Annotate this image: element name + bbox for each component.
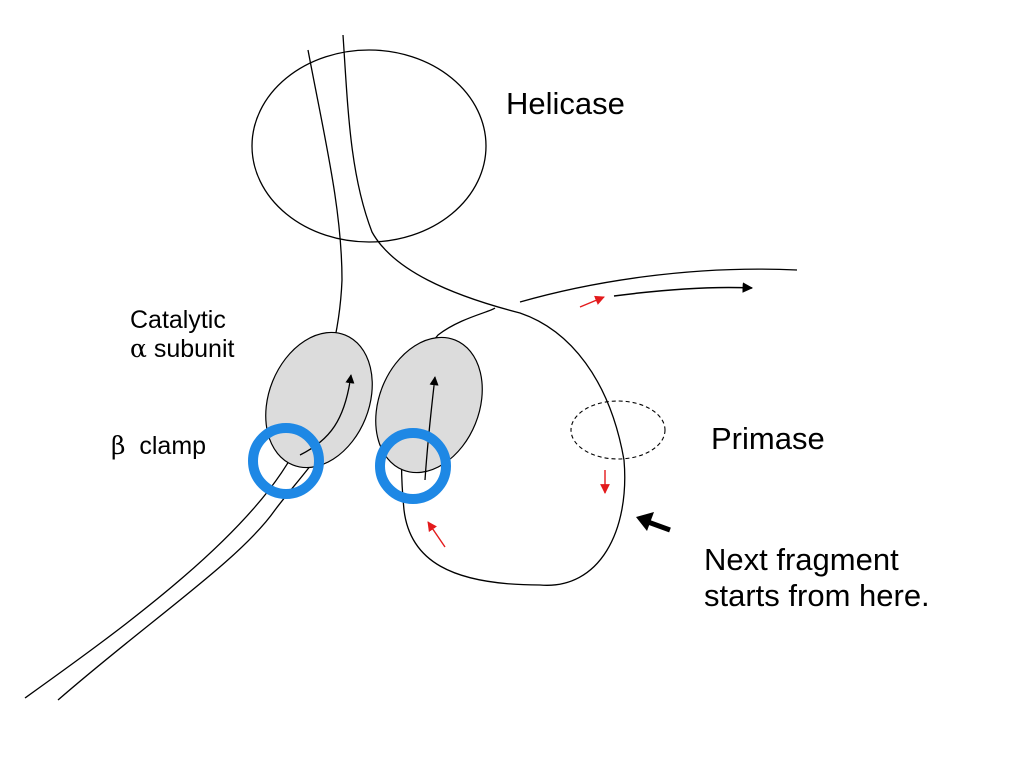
next-fragment-pointer-arrow <box>636 512 671 533</box>
beta-symbol: β <box>111 431 126 460</box>
alpha-symbol: α <box>130 333 147 363</box>
catalytic-alpha-subunit-label: Catalytic α subunit <box>130 306 234 364</box>
primer-arrow-lagging <box>427 521 446 548</box>
next-fragment-line2: starts from here. <box>704 577 930 613</box>
primer-arrow-top <box>579 295 605 308</box>
primase-ellipse <box>570 400 666 460</box>
okazaki-synthesis-arrow <box>613 282 754 297</box>
catalytic-label-line1: Catalytic <box>130 306 226 334</box>
beta-clamp-label: β clamp <box>111 431 207 461</box>
lagging-template-branch <box>519 268 798 303</box>
beta-clamp-right <box>375 428 451 504</box>
subunit-text: subunit <box>153 334 235 363</box>
alpha-subunit-left <box>265 331 373 469</box>
catalytic-label-line2: α subunit <box>130 333 235 364</box>
next-fragment-label: Next fragment starts from here. <box>704 542 930 613</box>
helicase-ellipse <box>251 49 487 243</box>
next-fragment-line1: Next fragment <box>704 542 899 577</box>
primase-label: Primase <box>711 421 825 456</box>
leading-synthesis-arrow <box>299 374 355 456</box>
clamp-text: clamp <box>139 432 207 460</box>
beta-clamp-left <box>248 423 324 499</box>
helicase-label: Helicase <box>506 86 625 121</box>
